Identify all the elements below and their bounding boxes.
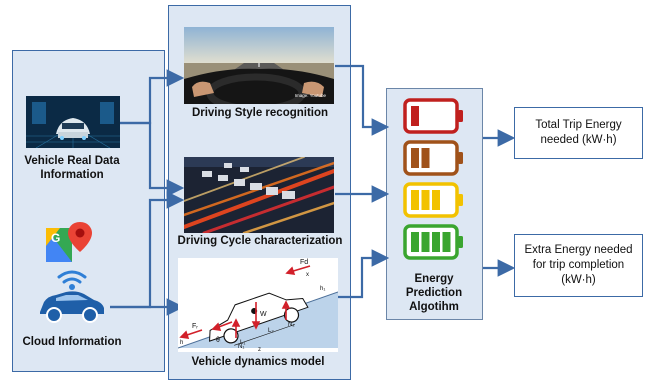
dyn-w-label: W — [260, 311, 267, 318]
photo-credit: Image: Youtube — [294, 93, 326, 98]
vehicle-dynamics-diagram: Fᵣ Fd W θ L₁ L₂ N₁ N₂ h h₁ x z — [178, 258, 338, 352]
dyn-x-label: x — [306, 272, 309, 278]
dyn-n2-label: N₂ — [288, 322, 295, 328]
algorithm-label: Energy Prediction Algotihm — [405, 273, 463, 313]
vehicle-data-image — [26, 96, 120, 148]
dyn-l1-label: L₁ — [240, 340, 245, 346]
connected-car-icon — [36, 268, 108, 328]
dyn-theta-label: θ — [216, 337, 220, 344]
total-energy-label: Total Trip Energy needed (kW·h) — [535, 119, 622, 146]
maps-icon: G — [44, 220, 92, 264]
battery-low-icon — [403, 98, 463, 134]
cloud-info-label: Cloud Information — [22, 336, 122, 348]
extra-energy-box: Extra Energy needed for trip completion … — [514, 234, 643, 297]
dyn-fd-label: Fd — [300, 259, 308, 266]
driving-cycle-label: Driving Cycle characterization — [177, 235, 343, 247]
dyn-fr-label: Fᵣ — [192, 323, 198, 330]
svg-text:G: G — [51, 231, 60, 245]
vehicle-dynamics-label: Vehicle dynamics model — [191, 356, 325, 368]
battery-three-quarter-icon — [403, 182, 463, 218]
total-energy-box: Total Trip Energy needed (kW·h) — [514, 107, 643, 159]
battery-stack — [402, 96, 468, 266]
driving-style-label: Driving Style recognition — [191, 107, 329, 119]
battery-half-icon — [403, 140, 463, 176]
dyn-z-label: z — [258, 347, 261, 352]
driving-cycle-image — [184, 157, 334, 233]
dyn-l2-label: L₂ — [268, 328, 274, 334]
battery-full-icon — [403, 224, 463, 260]
dyn-h1-label: h₁ — [320, 286, 325, 292]
driving-style-image: Image: Youtube — [184, 27, 334, 104]
dyn-n1-label: N₁ — [238, 344, 244, 350]
extra-energy-label: Extra Energy needed for trip completion … — [524, 244, 633, 286]
dyn-h-label: h — [180, 340, 183, 346]
vehicle-data-label: Vehicle Real Data Information — [24, 155, 120, 181]
